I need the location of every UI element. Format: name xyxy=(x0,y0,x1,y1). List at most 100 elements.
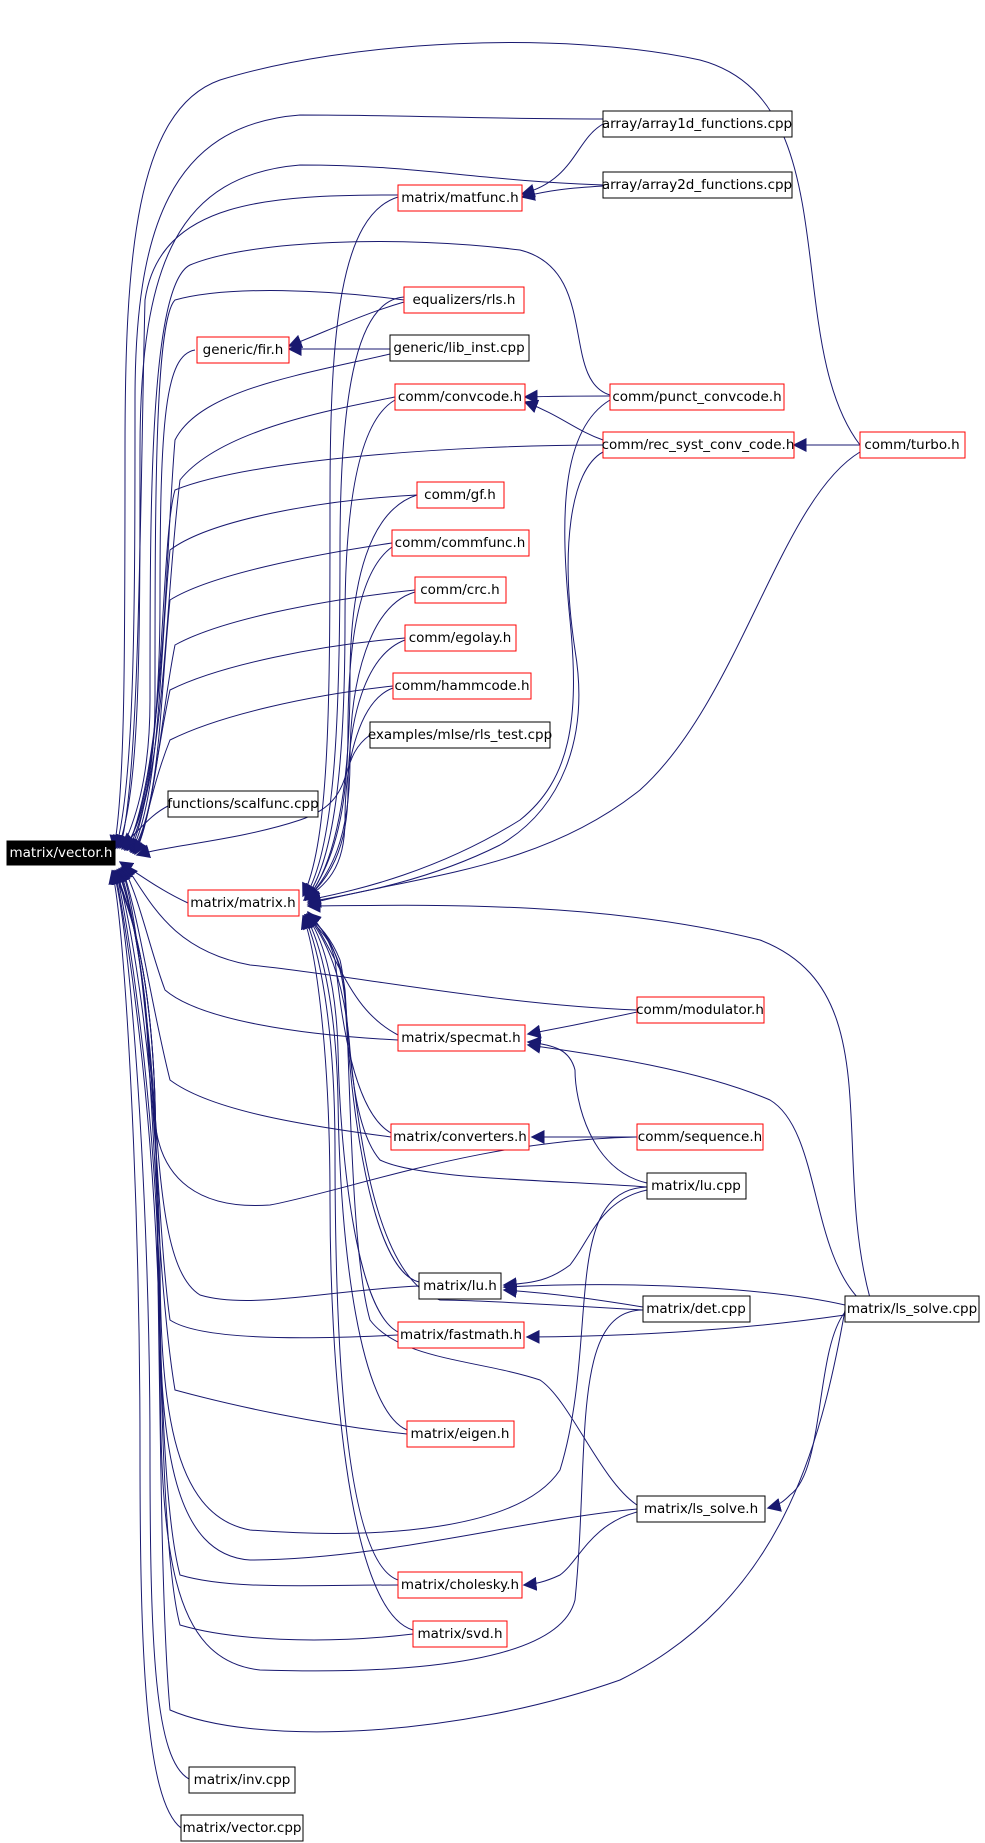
node-matrix-converters-h[interactable]: matrix/converters.h xyxy=(390,1123,530,1151)
node-examples-mlse-rls-test-cpp[interactable]: examples/mlse/rls_test.cpp xyxy=(368,721,552,749)
node-matrix-inv-cpp[interactable]: matrix/inv.cpp xyxy=(188,1766,296,1794)
node-comm-convcode-h[interactable]: comm/convcode.h xyxy=(394,383,526,411)
node-label: array/array2d_functions.cpp xyxy=(602,177,792,193)
edge-array1d-to-matfunc xyxy=(520,123,604,198)
edge-turbo-to-matrix xyxy=(306,451,861,908)
edge-egolay-to-vector xyxy=(133,637,406,855)
node-label: matrix/converters.h xyxy=(393,1129,527,1145)
edge-scalfunc-to-vector xyxy=(120,805,169,847)
node-label: comm/sequence.h xyxy=(638,1129,762,1145)
node-functions-scalfunc-cpp[interactable]: functions/scalfunc.cpp xyxy=(167,790,319,818)
edge-turbo-to-vector xyxy=(109,42,861,850)
edge-array2d-to-vector xyxy=(115,164,604,850)
edge-rls-to-fir xyxy=(287,301,405,348)
edge-egolay-to-matrix xyxy=(303,639,406,901)
node-label: matrix/matrix.h xyxy=(190,895,295,911)
node-matrix-ls-solve-h[interactable]: matrix/ls_solve.h xyxy=(636,1495,766,1523)
node-matrix-lu-h[interactable]: matrix/lu.h xyxy=(418,1272,502,1300)
edge-lu-cpp-to-matrix xyxy=(305,914,648,1188)
node-comm-sequence-h[interactable]: comm/sequence.h xyxy=(636,1123,764,1151)
edge-det-to-vector xyxy=(110,869,644,1672)
node-matrix-vector-cpp[interactable]: matrix/vector.cpp xyxy=(180,1814,304,1842)
node-matrix-eigen-h[interactable]: matrix/eigen.h xyxy=(406,1420,515,1448)
edge-array1d-to-vector xyxy=(112,114,604,850)
node-matrix-lu-cpp[interactable]: matrix/lu.cpp xyxy=(646,1172,747,1200)
node-label: comm/crc.h xyxy=(420,582,499,598)
node-label: functions/scalfunc.cpp xyxy=(167,796,318,812)
edge-recsyst-to-convcode xyxy=(523,399,604,441)
node-label: comm/rec_syst_conv_code.h xyxy=(602,437,795,453)
edge-lu-cpp-to-specmat xyxy=(526,1036,648,1184)
node-comm-commfunc-h[interactable]: comm/commfunc.h xyxy=(391,529,530,557)
edge-ls-solve-cpp-to-vector xyxy=(111,869,846,1733)
edge-sequence-to-vector xyxy=(119,866,638,1207)
graph-nodes: matrix/vector.h array/array1d_functions.… xyxy=(6,110,980,1842)
node-comm-punct-convcode-h[interactable]: comm/punct_convcode.h xyxy=(609,383,785,411)
node-matrix-matfunc-h[interactable]: matrix/matfunc.h xyxy=(397,184,523,212)
edge-lu-cpp-to-vector xyxy=(113,868,648,1534)
node-label: comm/punct_convcode.h xyxy=(612,389,781,405)
edge-gf-to-vector xyxy=(130,494,418,854)
node-equalizers-rls-h[interactable]: equalizers/rls.h xyxy=(403,286,525,314)
edge-matfunc-to-matrix xyxy=(302,196,399,898)
node-comm-rec-syst-conv-code-h[interactable]: comm/rec_syst_conv_code.h xyxy=(602,431,795,459)
edge-lu-h-to-matrix xyxy=(305,913,420,1283)
node-comm-crc-h[interactable]: comm/crc.h xyxy=(414,576,507,604)
node-label: equalizers/rls.h xyxy=(413,292,516,308)
edge-recsyst-to-vector xyxy=(129,444,604,853)
node-matrix-det-cpp[interactable]: matrix/det.cpp xyxy=(642,1295,751,1323)
node-matrix-vector-h[interactable]: matrix/vector.h xyxy=(6,840,116,866)
edge-ls-solve-cpp-to-specmat xyxy=(526,1039,861,1301)
node-comm-gf-h[interactable]: comm/gf.h xyxy=(416,481,505,509)
edge-convcode-to-matrix xyxy=(305,399,396,900)
node-matrix-cholesky-h[interactable]: matrix/cholesky.h xyxy=(397,1571,523,1599)
edge-vector-cpp-to-vector xyxy=(108,869,182,1829)
node-comm-modulator-h[interactable]: comm/modulator.h xyxy=(636,996,765,1024)
edge-libinst-to-vector xyxy=(125,353,391,852)
node-label: generic/lib_inst.cpp xyxy=(393,340,524,356)
edge-punct-to-vector xyxy=(120,241,611,851)
node-array2d-functions-cpp[interactable]: array/array2d_functions.cpp xyxy=(602,171,793,199)
node-label: matrix/specmat.h xyxy=(401,1030,520,1046)
node-label: examples/mlse/rls_test.cpp xyxy=(368,727,552,743)
edge-ls-solve-cpp-to-ls-solve-h xyxy=(766,1311,846,1512)
node-generic-lib-inst-cpp[interactable]: generic/lib_inst.cpp xyxy=(389,334,530,362)
edge-commfunc-to-matrix xyxy=(305,546,393,902)
dependency-edges xyxy=(108,42,871,1829)
node-label: array/array1d_functions.cpp xyxy=(602,116,792,132)
edge-cholesky-to-matrix xyxy=(303,914,399,1581)
node-comm-hammcode-h[interactable]: comm/hammcode.h xyxy=(392,672,532,700)
edge-inv-to-vector xyxy=(110,869,190,1780)
edge-matfunc-to-vector xyxy=(116,194,399,850)
node-generic-fir-h[interactable]: generic/fir.h xyxy=(196,336,290,364)
edge-modulator-to-specmat xyxy=(526,1011,638,1039)
node-comm-egolay-h[interactable]: comm/egolay.h xyxy=(404,624,517,652)
node-label: matrix/det.cpp xyxy=(646,1301,746,1317)
node-label: matrix/fastmath.h xyxy=(400,1327,522,1343)
node-matrix-specmat-h[interactable]: matrix/specmat.h xyxy=(397,1024,526,1052)
node-label: matrix/inv.cpp xyxy=(194,1772,291,1788)
edge-eigen-to-matrix xyxy=(304,913,408,1431)
node-label: matrix/svd.h xyxy=(418,1626,503,1642)
edge-svd-to-matrix xyxy=(300,914,414,1631)
edge-rls-to-matrix xyxy=(304,296,405,899)
node-array1d-functions-cpp[interactable]: array/array1d_functions.cpp xyxy=(602,110,793,138)
node-label: matrix/lu.cpp xyxy=(651,1178,741,1194)
edge-ls-solve-h-to-cholesky xyxy=(522,1511,638,1591)
edge-lu-cpp-to-lu-h xyxy=(502,1189,648,1292)
edge-specmat-to-vector xyxy=(122,864,399,1041)
node-matrix-matrix-h[interactable]: matrix/matrix.h xyxy=(187,889,300,917)
node-matrix-svd-h[interactable]: matrix/svd.h xyxy=(412,1620,508,1648)
node-label: matrix/vector.cpp xyxy=(183,1820,302,1836)
node-matrix-ls-solve-cpp[interactable]: matrix/ls_solve.cpp xyxy=(844,1295,980,1323)
node-label: matrix/ls_solve.cpp xyxy=(847,1301,977,1317)
edge-cholesky-to-vector xyxy=(113,869,399,1587)
edge-fastmath-to-matrix xyxy=(305,913,399,1333)
node-matrix-fastmath-h[interactable]: matrix/fastmath.h xyxy=(397,1321,525,1349)
node-comm-turbo-h[interactable]: comm/turbo.h xyxy=(859,431,966,459)
node-label: matrix/eigen.h xyxy=(411,1426,510,1442)
node-label: comm/convcode.h xyxy=(398,389,522,405)
node-label: matrix/vector.h xyxy=(10,845,113,861)
node-label: comm/hammcode.h xyxy=(394,678,529,694)
